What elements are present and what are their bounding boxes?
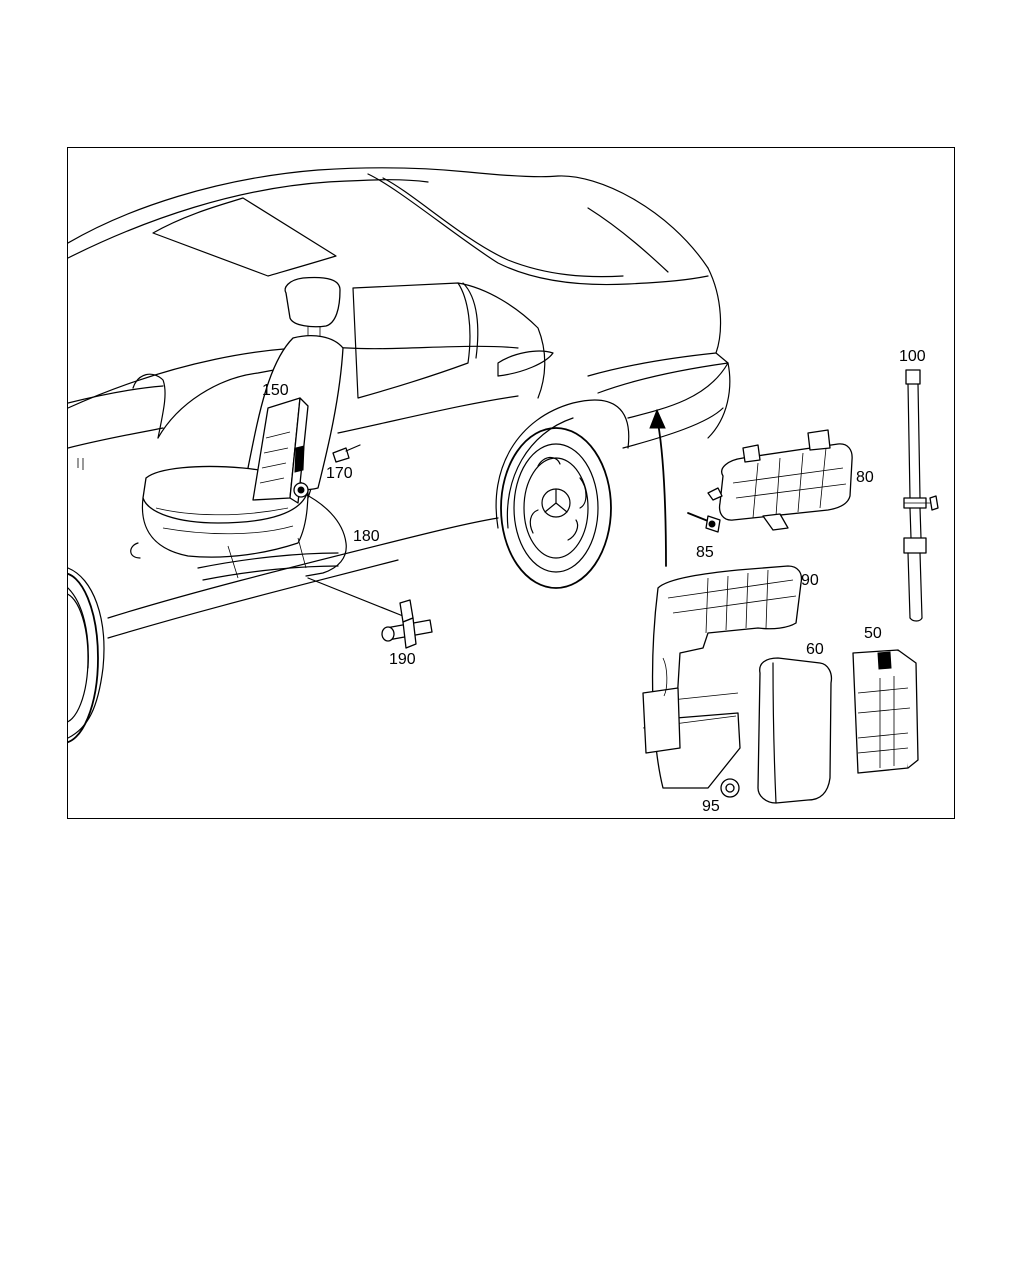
pin-170 <box>332 444 361 463</box>
callout-150: 150 <box>262 382 289 399</box>
callout-190: 190 <box>389 651 416 668</box>
callout-100: 100 <box>899 348 926 365</box>
hose-100 <box>903 369 939 622</box>
front-wheel <box>68 572 99 744</box>
nut-95 <box>720 778 740 798</box>
callout-95: 95 <box>702 798 720 815</box>
callout-labels: 150 170 180 190 100 80 85 90 60 50 95 <box>262 348 926 815</box>
rear-wheel <box>500 427 612 589</box>
parts-diagram: 150 170 180 190 100 80 85 90 60 50 95 <box>68 167 939 815</box>
assembly-arrow <box>649 408 667 567</box>
callout-85: 85 <box>696 544 714 561</box>
callout-60: 60 <box>806 641 824 658</box>
diagram-frame: 150 170 180 190 100 80 85 90 60 50 95 <box>67 147 955 819</box>
housing-90 <box>642 565 803 789</box>
callout-170: 170 <box>326 465 353 482</box>
cover-60 <box>757 657 833 804</box>
control-unit-50 <box>852 649 919 774</box>
callout-50: 50 <box>864 625 882 642</box>
callout-90: 90 <box>801 572 819 589</box>
t-fitting-190 <box>307 577 433 649</box>
control-module-150 <box>252 397 309 504</box>
callout-80: 80 <box>856 469 874 486</box>
compressor-80 <box>707 429 853 531</box>
rear-seat <box>130 276 347 581</box>
callout-180: 180 <box>353 528 380 545</box>
bolt-85 <box>687 512 721 533</box>
